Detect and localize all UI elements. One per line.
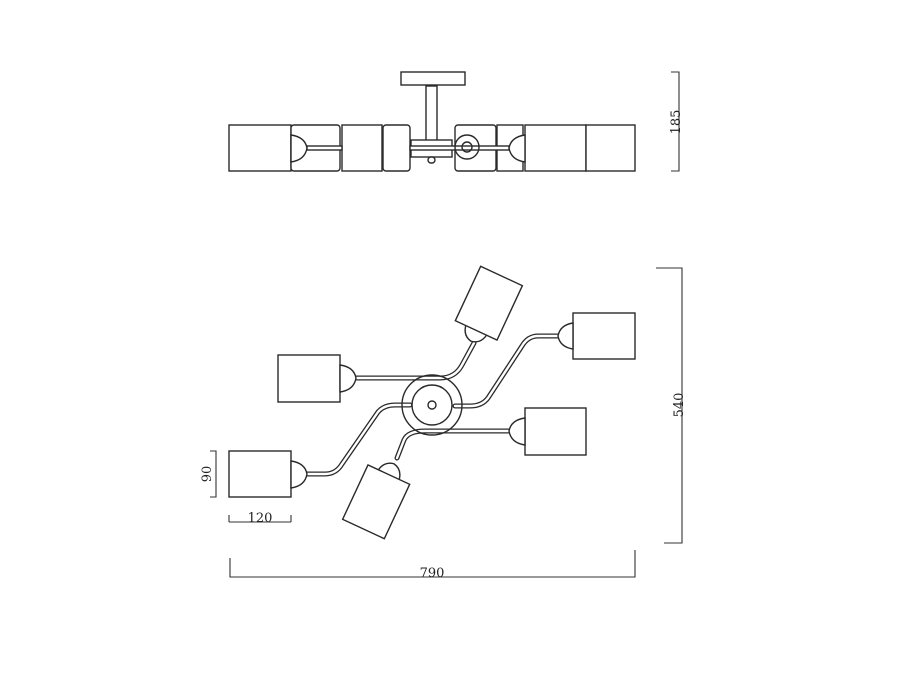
ceiling-plate <box>400 71 466 86</box>
shade-upper-right <box>572 312 636 360</box>
socket-upper-right <box>557 322 574 350</box>
dimension-label-120: 120 <box>248 511 273 526</box>
side-view <box>228 71 636 172</box>
socket-lower-right <box>508 417 526 446</box>
shade-upper-left <box>277 354 341 403</box>
side-arm-right <box>409 145 510 151</box>
dimension-line <box>656 267 683 544</box>
side-shade-center-left <box>341 124 383 172</box>
dimension-height-540: 540 <box>656 267 687 544</box>
shade-bottom <box>341 462 411 540</box>
dimension-width-790: 790 <box>229 550 636 581</box>
top-view <box>228 265 636 540</box>
dimension-label-540: 540 <box>672 393 687 418</box>
side-shade-right-inner <box>524 124 587 172</box>
shade-bottom-body <box>341 463 411 540</box>
hub-outer <box>401 374 463 436</box>
socket-upper-left <box>339 364 357 393</box>
dimension-line <box>228 515 292 523</box>
dimension-shade-height-90: 90 <box>200 450 217 498</box>
hub-inner <box>411 384 453 426</box>
shade-top-body <box>454 265 524 342</box>
dimension-label-90: 90 <box>200 466 215 483</box>
dimension-height-185: 185 <box>669 71 684 172</box>
side-arm-left <box>306 145 343 151</box>
side-shade-center-left-2 <box>382 124 411 172</box>
mount-screw <box>427 156 436 164</box>
shade-lower-left <box>228 450 292 498</box>
shade-lower-right <box>524 407 587 456</box>
arm-lower <box>394 428 512 461</box>
shade-top <box>454 265 524 343</box>
side-socket-front <box>454 134 480 160</box>
dimension-label-185: 185 <box>669 110 684 135</box>
side-shade-right-outer <box>585 124 636 172</box>
dimension-line <box>671 71 680 172</box>
socket-lower-left <box>290 460 308 489</box>
dimension-line <box>210 450 217 498</box>
dimension-label-790: 790 <box>420 566 445 581</box>
stem <box>425 85 438 143</box>
side-shade-left-outer <box>228 124 292 172</box>
dimension-shade-width-120: 120 <box>228 511 292 526</box>
dimension-line <box>229 550 636 578</box>
hub-screw <box>427 400 437 410</box>
side-socket-front-inner <box>461 141 473 153</box>
